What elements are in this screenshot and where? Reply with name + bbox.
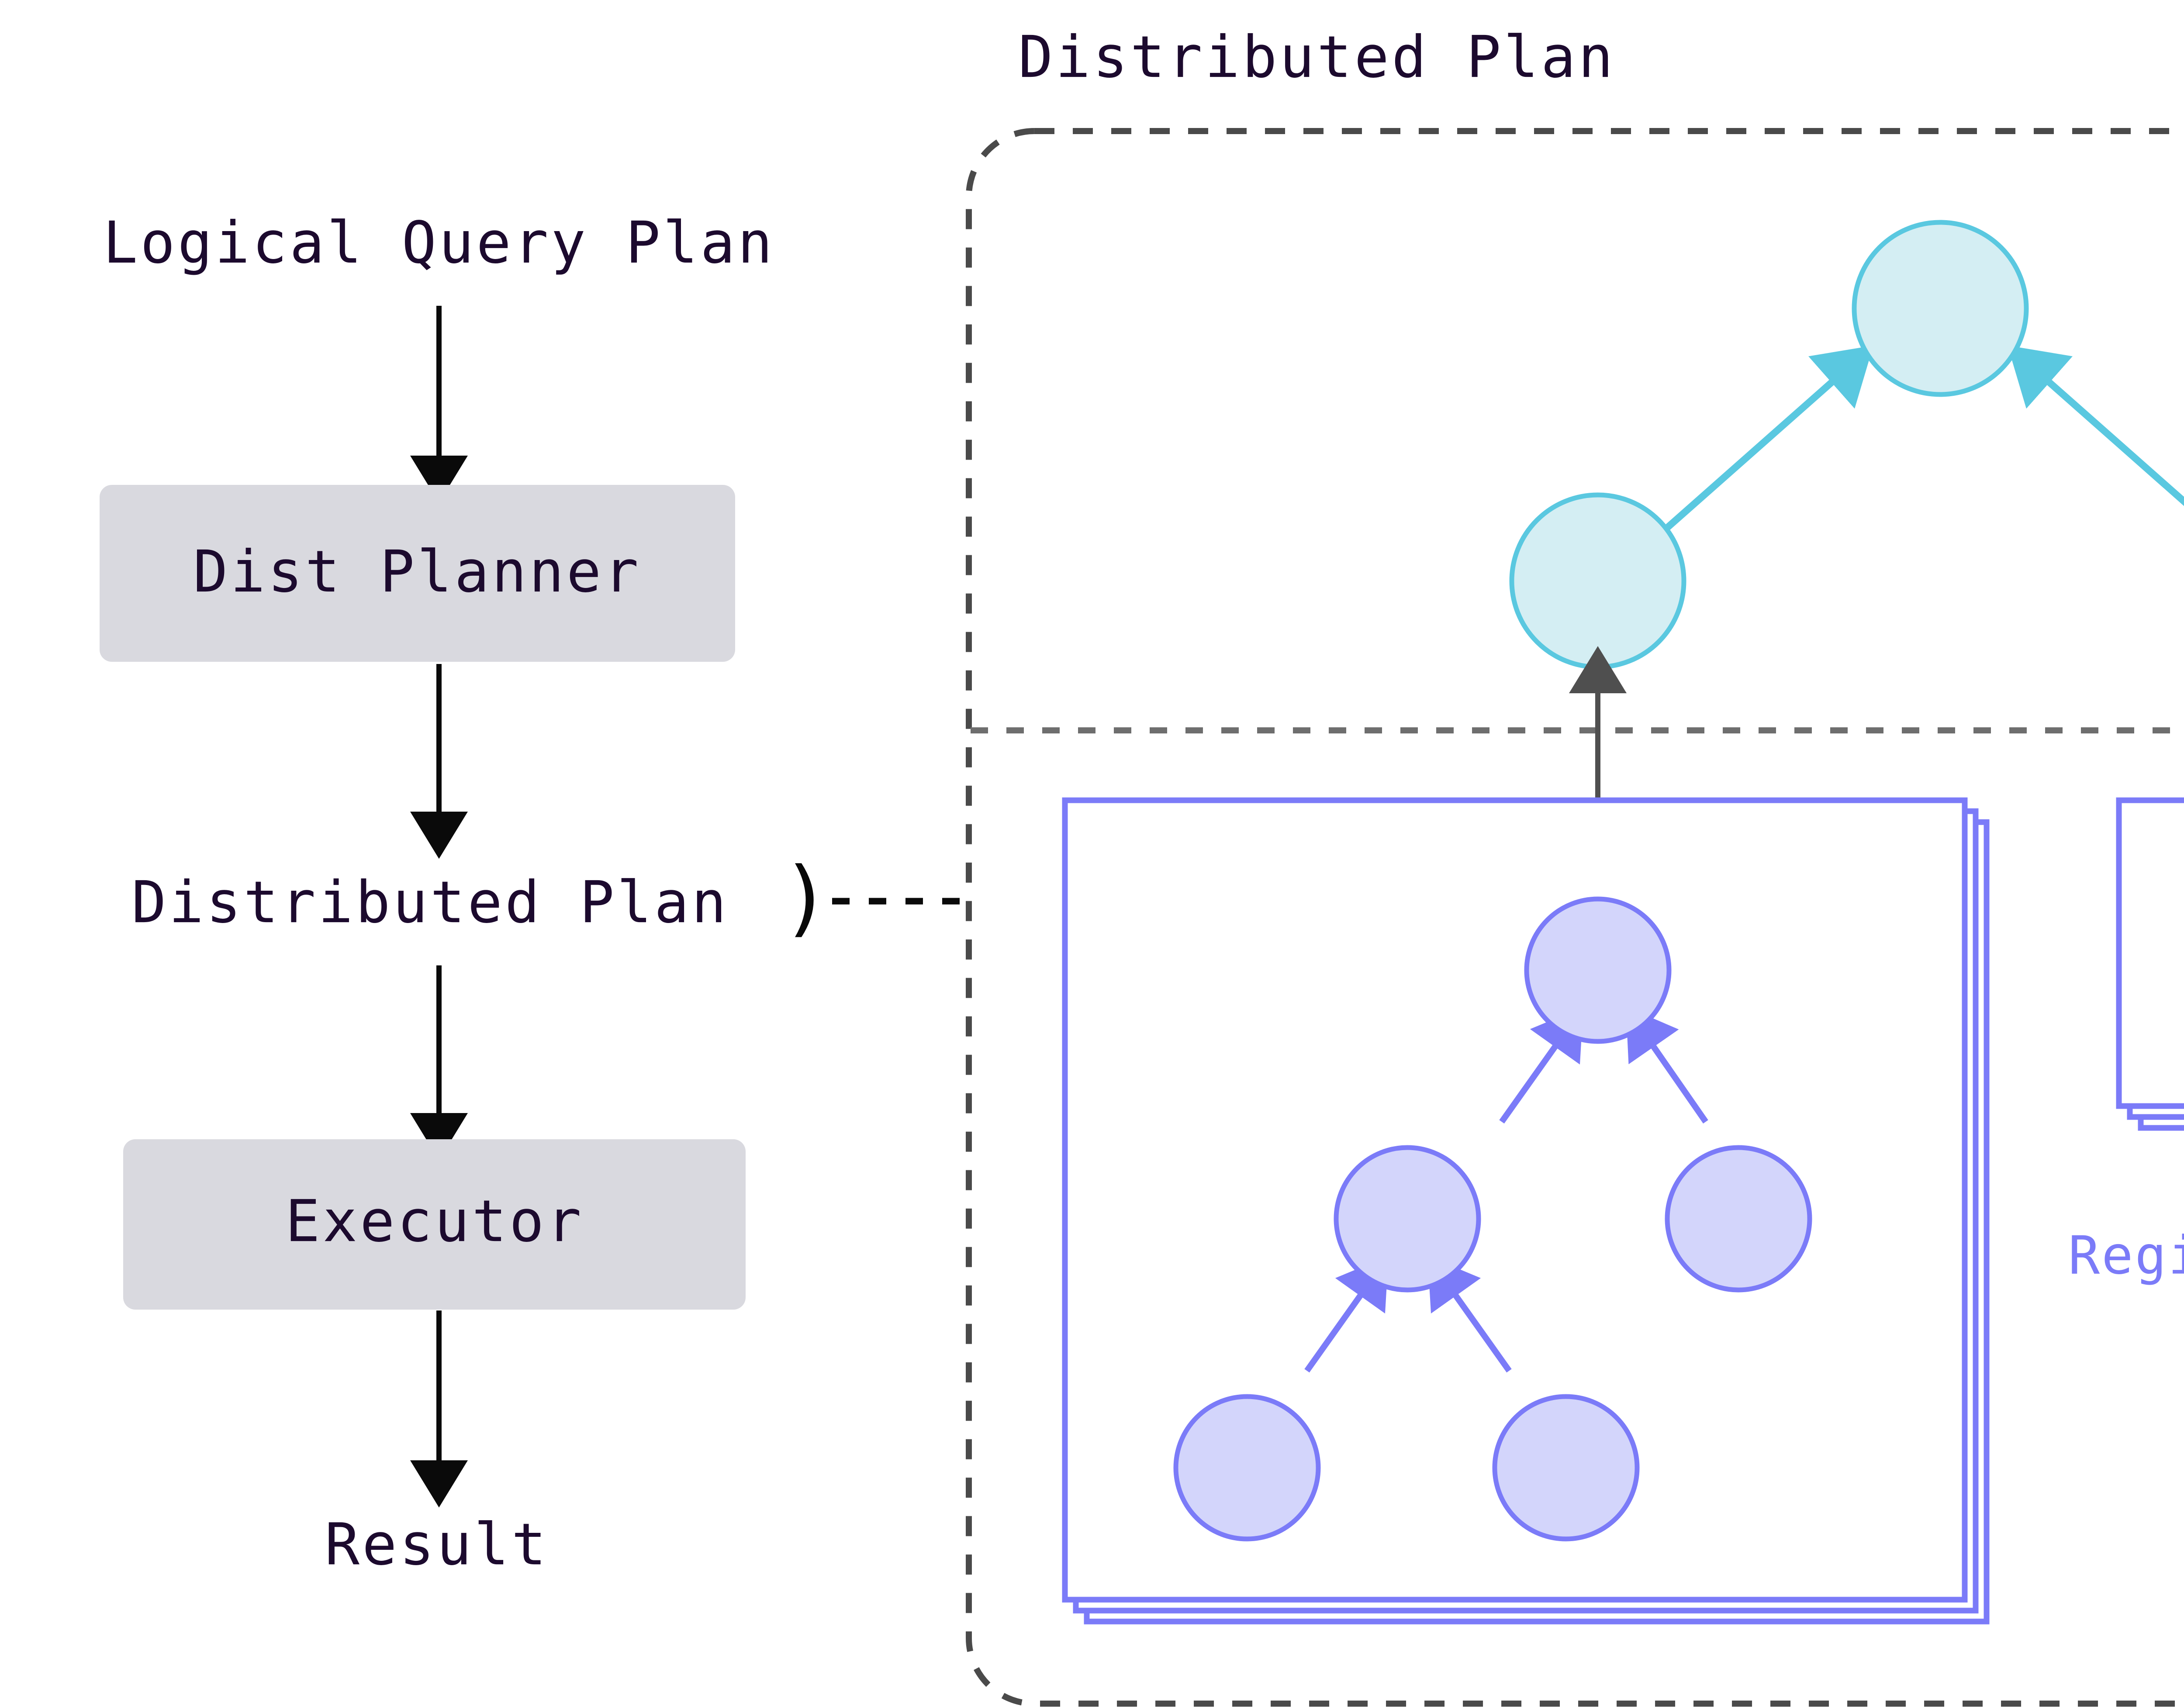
frontend-node-left[interactable] [1509,492,1686,670]
blue-edge-leaf2-to-mid [1427,1256,1512,1373]
blue-edge-leaf1-to-mid [1304,1256,1389,1373]
executor-label: Executor [285,1188,584,1255]
datanode-left-mid[interactable] [1334,1145,1481,1293]
datanode-left-leaf-1[interactable] [1173,1394,1321,1542]
region-card-right-front[interactable] [2116,797,2184,1109]
plan-brace-glyph: ) [781,849,831,946]
cyan-edge-left-to-root [1646,345,1873,546]
distributed-plan-left-label: Distributed Plan [131,869,729,936]
frontend-node-root[interactable] [1852,220,2029,397]
datanode-left-leaf-2[interactable] [1492,1394,1640,1542]
logical-query-plan-label: Logical Query Plan [103,209,775,277]
result-label: Result [325,1511,549,1578]
blue-edge-mid-to-top [1499,1007,1583,1124]
executor-box[interactable] [123,1139,746,1310]
regions-label: Regions [2068,1226,2184,1286]
blue-edge-right-to-top [1626,1006,1708,1124]
distributed-plan-container [966,128,2184,1707]
datanode-left-sibling[interactable] [1665,1145,1812,1293]
dist-planner-box[interactable] [100,485,735,662]
distributed-plan-title: Distributed Plan [1018,24,1616,91]
dist-planner-label: Dist Planner [193,538,641,605]
datanode-left-root[interactable] [1524,896,1672,1044]
cyan-edge-right-to-root [2008,345,2184,506]
